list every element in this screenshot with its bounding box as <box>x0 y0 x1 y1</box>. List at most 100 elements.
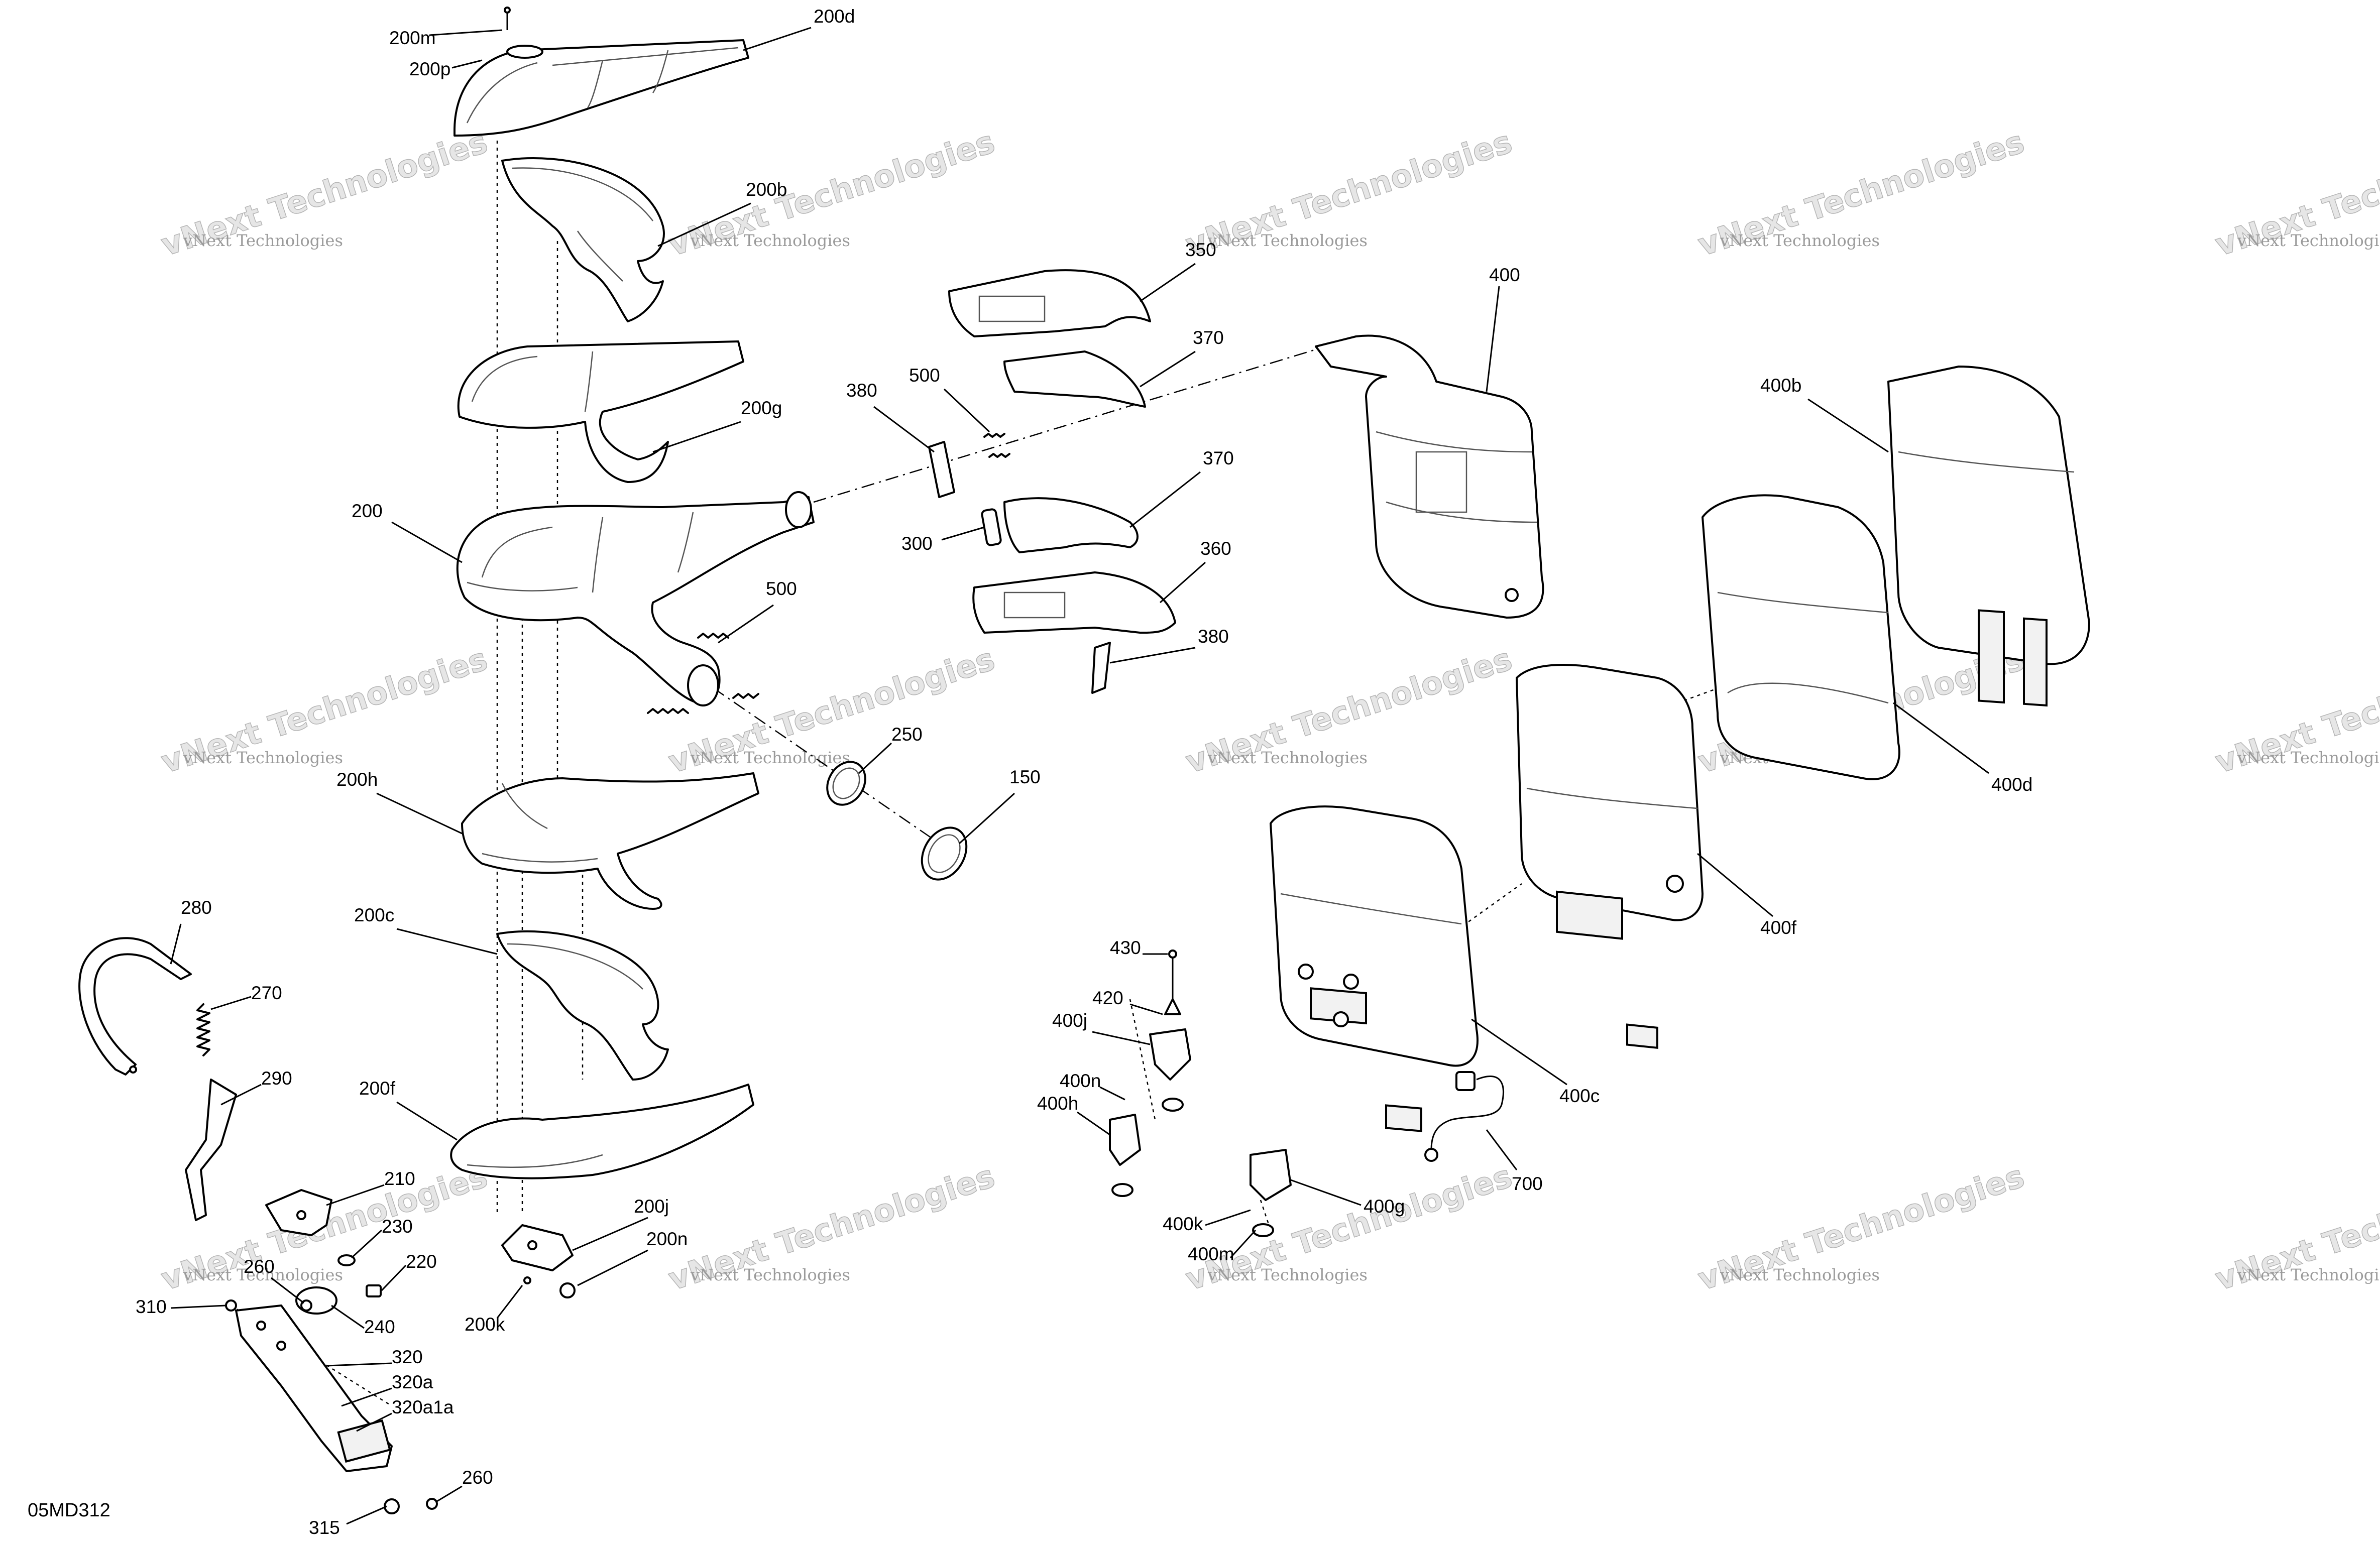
leader-400b <box>1807 398 1889 453</box>
leader-700 <box>1486 1129 1518 1170</box>
callout-280: 280 <box>181 897 212 918</box>
callout-400h: 400h <box>1037 1093 1078 1114</box>
callout-400n: 400n <box>1060 1071 1101 1091</box>
callout-350: 350 <box>1185 240 1216 260</box>
bracket-assembly-320 <box>235 1304 393 1472</box>
callout-320a1a: 320a1a <box>392 1397 454 1417</box>
callout-400g: 400g <box>1364 1196 1405 1217</box>
leader-380a <box>873 406 935 453</box>
callout-500b: 500 <box>909 365 940 386</box>
heat-shield-370-lower <box>1003 497 1139 553</box>
watermark-small: vNext Technologies <box>183 748 343 767</box>
leader-280 <box>170 923 182 965</box>
leader-400h <box>1077 1111 1110 1136</box>
callout-400b: 400b <box>1760 375 1801 396</box>
callout-200: 200 <box>352 501 383 521</box>
gasket-300 <box>981 508 1002 546</box>
callout-400c: 400c <box>1559 1086 1600 1106</box>
leader-400j <box>1092 1031 1151 1045</box>
callout-315: 315 <box>309 1517 340 1538</box>
leader-315 <box>346 1505 387 1525</box>
callout-200n: 200n <box>646 1229 688 1249</box>
callout-200p: 200p <box>409 59 450 79</box>
heat-shield-400f <box>1516 664 1704 1049</box>
callout-150: 150 <box>1009 767 1041 787</box>
leader-320a1a <box>356 1412 392 1432</box>
watermark-small: vNext Technologies <box>1207 1265 1368 1284</box>
callout-220: 220 <box>406 1251 437 1272</box>
spring-270 <box>196 1003 210 1056</box>
mount-bracket-400j <box>1149 949 1191 1112</box>
callout-700: 700 <box>1512 1173 1543 1194</box>
bracket-210 <box>265 1189 332 1236</box>
mount-bracket-400g <box>1250 1149 1292 1237</box>
callout-260b: 260 <box>462 1467 493 1488</box>
leader-320 <box>326 1362 392 1367</box>
leader-500a <box>718 604 774 644</box>
heat-shield-400d <box>1702 494 1900 780</box>
watermark-small: vNext Technologies <box>1720 1265 1880 1284</box>
callout-370b: 370 <box>1203 448 1234 468</box>
leader-200h <box>376 792 463 835</box>
leader-200f <box>396 1101 458 1141</box>
watermark-small: vNext Technologies <box>2237 1265 2380 1284</box>
clip-380-upper <box>928 441 955 498</box>
leader-260a <box>271 1277 304 1304</box>
leader-400d <box>1893 702 1989 774</box>
callout-320: 320 <box>392 1347 423 1367</box>
leader-400c <box>1471 1018 1567 1086</box>
heat-shield-400b <box>1887 366 2090 707</box>
callout-200m: 200m <box>389 28 436 48</box>
callout-200j: 200j <box>634 1196 669 1217</box>
gasket-150 <box>921 826 968 881</box>
callout-380b: 380 <box>1198 626 1229 647</box>
heat-shield-200b <box>501 157 665 322</box>
leader-260b <box>436 1485 463 1502</box>
callout-250: 250 <box>891 724 923 745</box>
callout-240: 240 <box>364 1317 395 1337</box>
leader-400 <box>1486 286 1500 392</box>
callout-200c: 200c <box>354 905 394 925</box>
callout-290: 290 <box>261 1068 292 1089</box>
leader-200p <box>451 59 483 69</box>
callout-370a: 370 <box>1193 327 1224 348</box>
watermark-small: vNext Technologies <box>183 231 343 250</box>
callout-360: 360 <box>1200 538 1231 559</box>
heat-shield-400c <box>1270 805 1479 1132</box>
leader-200d <box>743 27 812 51</box>
exhaust-pipe-200 <box>456 491 815 706</box>
leader-200m <box>429 29 503 36</box>
watermark-small: vNext Technologies <box>1207 231 1368 250</box>
callout-260a: 260 <box>244 1256 275 1277</box>
callout-300: 300 <box>901 533 933 554</box>
watermark-layer: vNext Technologies vNext Technologies vNex… <box>156 123 2380 1298</box>
callout-200b: 200b <box>746 179 787 200</box>
leader-200b <box>657 202 751 247</box>
callout-500a: 500 <box>766 578 797 599</box>
callout-210: 210 <box>384 1168 415 1189</box>
heat-shield-200c <box>496 930 669 1081</box>
watermark-small: vNext Technologies <box>690 231 850 250</box>
clamp-250 <box>826 761 866 806</box>
sensor-700 <box>1424 1071 1504 1162</box>
callout-400f: 400f <box>1760 917 1797 938</box>
callout-230: 230 <box>382 1216 413 1237</box>
watermark-small: vNext Technologies <box>1720 231 1880 250</box>
callout-310: 310 <box>136 1296 167 1317</box>
leader-210 <box>326 1184 385 1206</box>
leader-310 <box>170 1304 226 1309</box>
spring-500-pipe <box>647 633 759 714</box>
callout-200h: 200h <box>336 769 378 790</box>
bolt-310 <box>225 1299 237 1312</box>
callout-200f: 200f <box>359 1078 396 1099</box>
callout-430: 430 <box>1110 937 1141 958</box>
callout-380a: 380 <box>846 380 877 401</box>
muffler-400 <box>1315 334 1544 619</box>
bracket-290 <box>185 1079 237 1221</box>
heat-shield-200d <box>454 7 749 137</box>
leader-270 <box>210 996 252 1010</box>
leader-200c <box>396 928 498 955</box>
diagram-reference: 05MD312 <box>28 1500 110 1521</box>
leader-200g <box>652 421 741 453</box>
